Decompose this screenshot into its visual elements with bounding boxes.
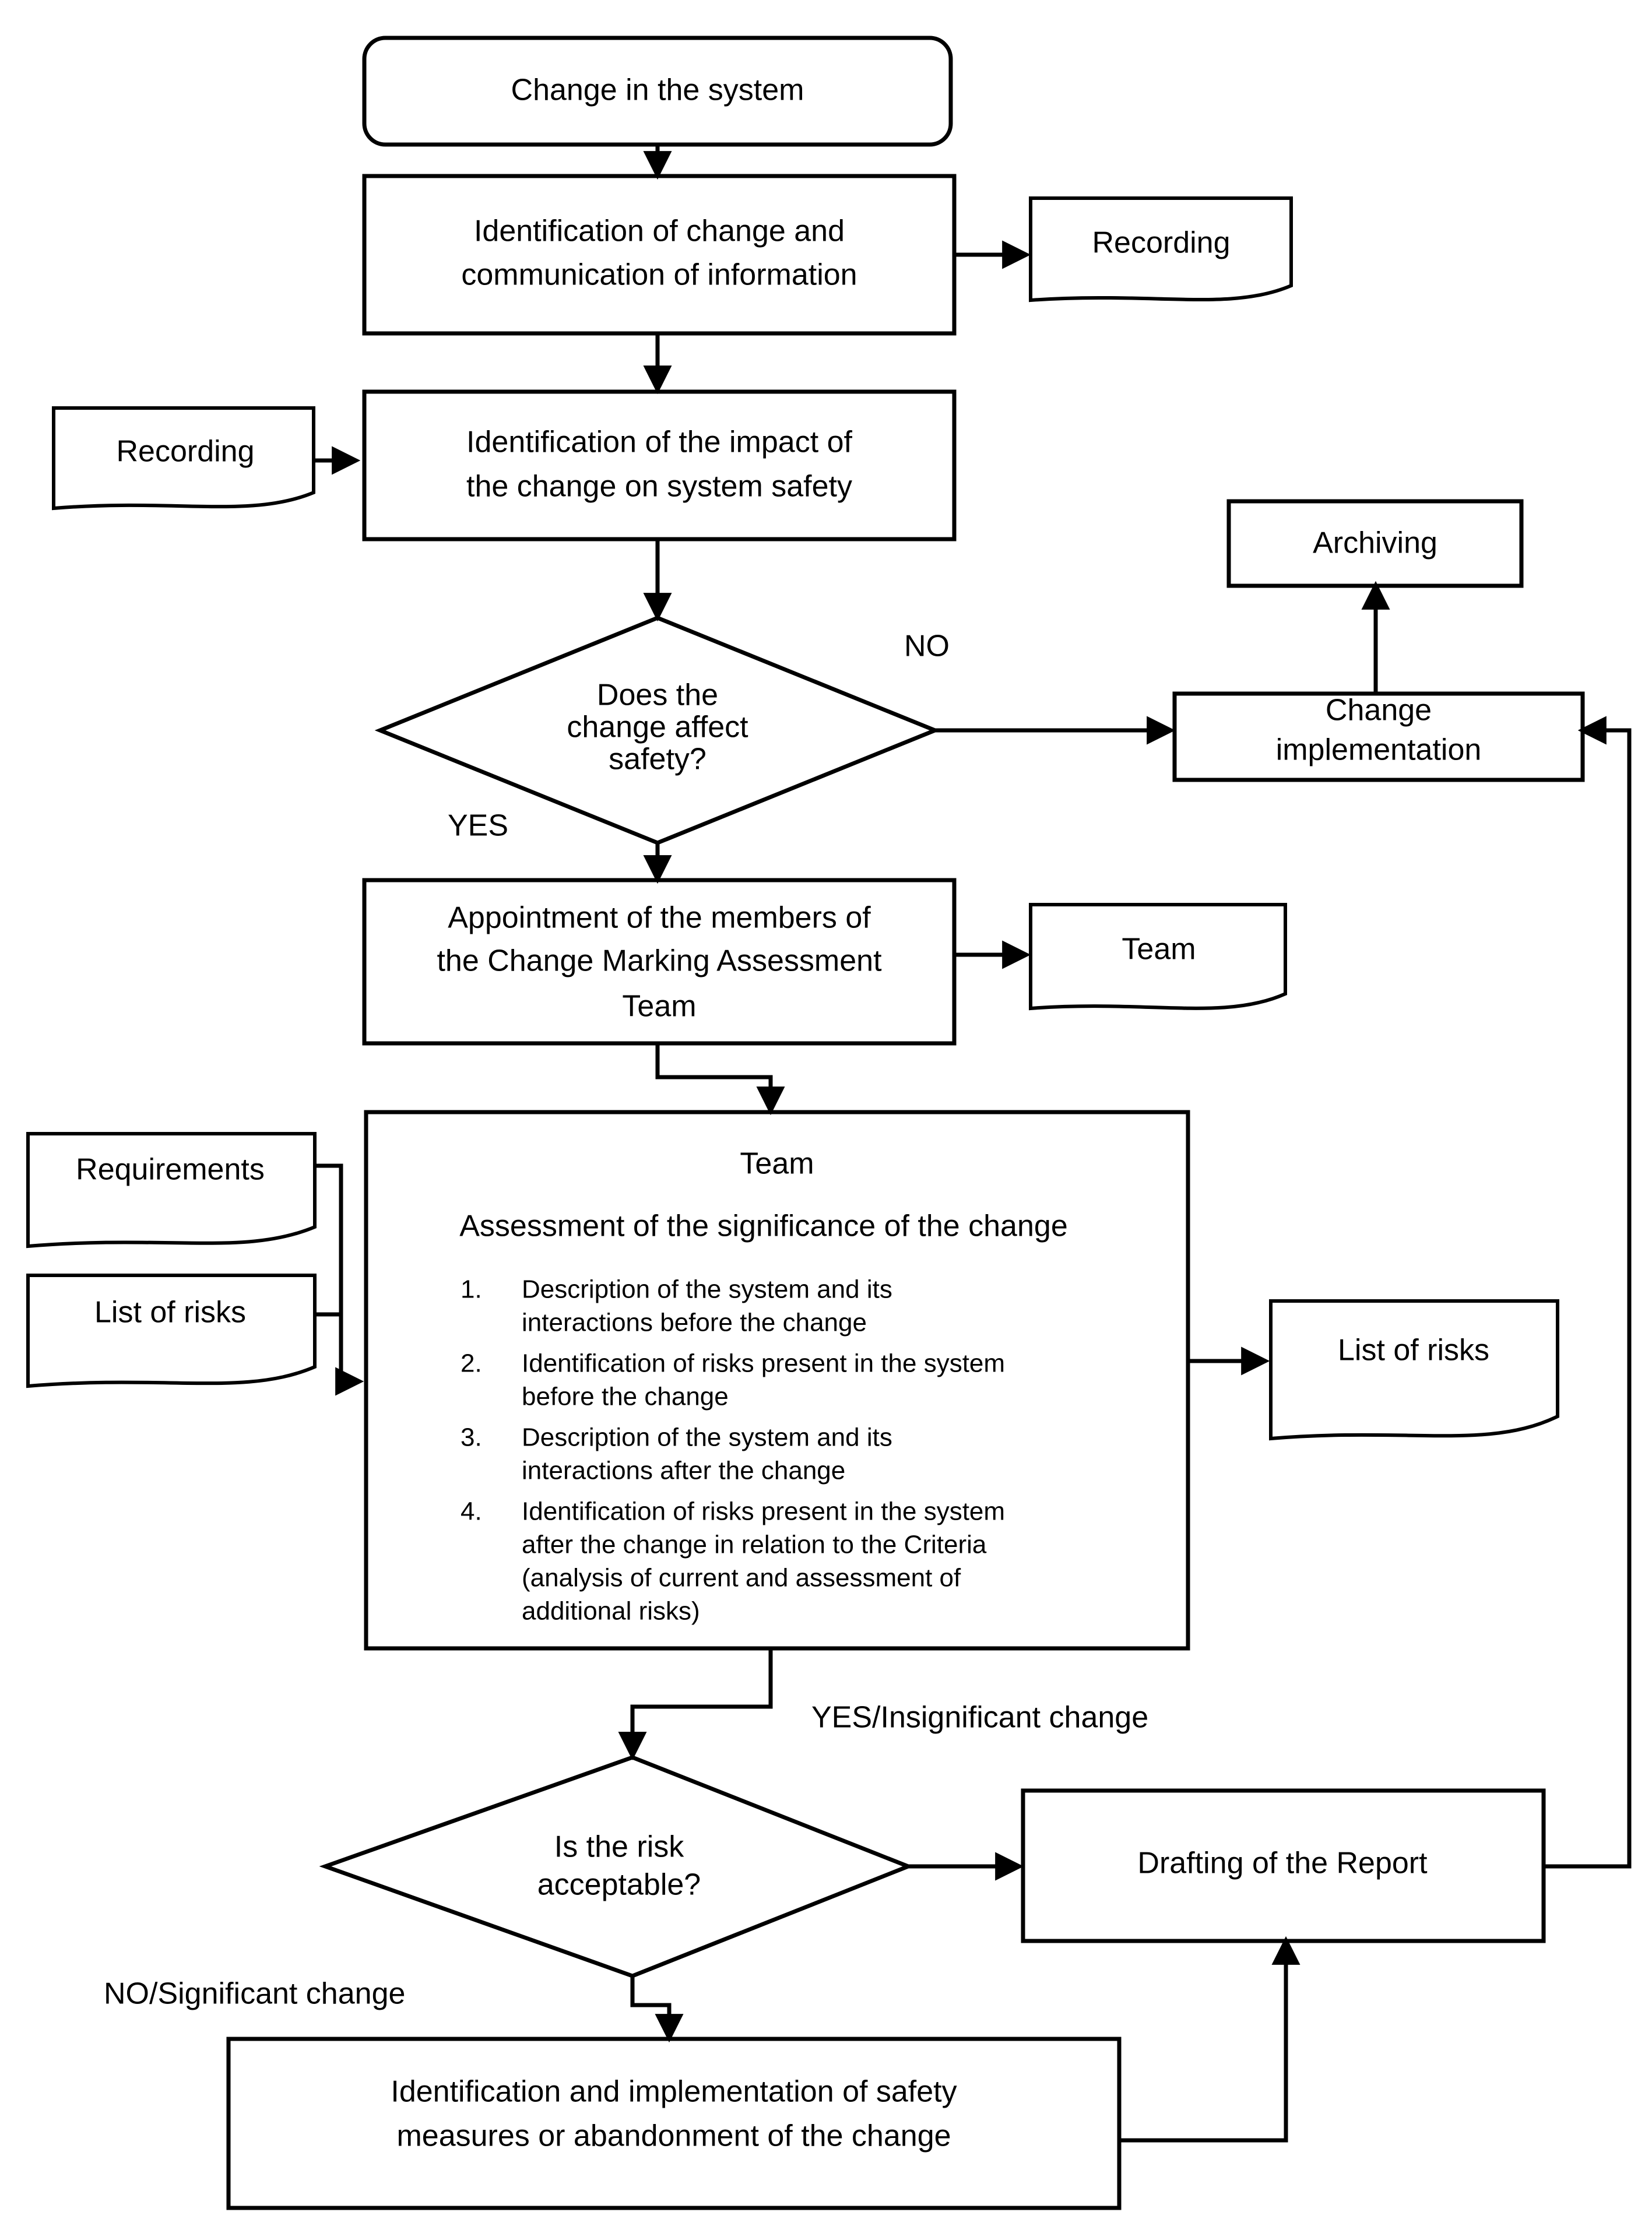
node-label-line1: Is the risk (554, 1830, 684, 1864)
node-label: Change in the system (511, 73, 804, 107)
edge-appointment-to-assessment (655, 1043, 785, 1116)
node-label-line1: Does the (597, 678, 718, 712)
node-label-line1: Identification of the impact of (466, 425, 852, 459)
assessment-item-4-line-2: after the change in relation to the Crit… (522, 1531, 987, 1559)
connectors (315, 145, 1632, 2143)
node-identification-of-change[interactable]: Identification of change and communicati… (362, 174, 957, 336)
assessment-item-3-line-2: interactions after the change (522, 1457, 845, 1485)
node-assessment-of-significance[interactable]: Team Assessment of the significance of t… (364, 1110, 1190, 1651)
assessment-item-2-line-2: before the change (522, 1383, 729, 1411)
assessment-item-1-number: 1. (461, 1275, 482, 1304)
node-team-document[interactable]: Team (1029, 903, 1287, 1011)
node-change-implementation[interactable]: Change implementation (1172, 691, 1585, 782)
edge-decision-risk-no-to-safety-measures (630, 1977, 684, 2043)
node-recording-left[interactable]: Recording (52, 406, 315, 511)
node-label-line3: safety? (609, 743, 707, 776)
node-label: List of risks (1338, 1334, 1489, 1367)
assessment-item-1-line-2: interactions before the change (522, 1309, 867, 1337)
edge-label-no-safety: NO (904, 630, 950, 663)
node-requirements-document[interactable]: Requirements (26, 1132, 317, 1249)
node-label-line3: Team (622, 990, 696, 1024)
node-label-line1: Identification of change and (474, 214, 845, 248)
node-change-in-the-system[interactable]: Change in the system (362, 36, 953, 147)
node-decision-does-change-affect-safety[interactable]: Does the change affect safety? (374, 616, 941, 845)
node-label-line2: implementation (1276, 733, 1482, 767)
assessment-item-2-line-1: Identification of risks present in the s… (522, 1349, 1005, 1378)
node-label: Drafting of the Report (1137, 1847, 1428, 1880)
assessment-item-4-line-4: additional risks) (522, 1597, 700, 1626)
node-identification-of-impact[interactable]: Identification of the impact of the chan… (362, 389, 957, 541)
node-label-line2: measures or abandonment of the change (396, 2119, 951, 2153)
node-label-line1: Identification and implementation of saf… (391, 2075, 957, 2109)
assessment-item-4-number: 4. (461, 1497, 482, 1526)
edge-assessment-to-decision-risk (618, 1650, 773, 1761)
node-list-of-risks-input-document[interactable]: List of risks (26, 1274, 317, 1388)
assessment-subheading: Assessment of the significance of the ch… (459, 1209, 1068, 1243)
node-appointment-of-members[interactable]: Appointment of the members of the Change… (362, 878, 957, 1046)
node-label-line2: the change on system safety (466, 470, 852, 504)
node-label-line1: Change (1326, 694, 1432, 727)
node-label-line2: acceptable? (537, 1868, 701, 1902)
assessment-item-4-line-1: Identification of risks present in the s… (522, 1497, 1005, 1526)
edge-label-no-significant: NO/Significant change (104, 1977, 405, 2011)
node-label-line2: the Change Marking Assessment (437, 944, 882, 978)
node-label: List of risks (94, 1296, 246, 1330)
assessment-item-3-number: 3. (461, 1423, 482, 1452)
node-label: Team (1122, 933, 1196, 966)
node-label: Recording (1092, 226, 1230, 260)
node-label: Archiving (1313, 526, 1437, 560)
node-label-line2: change affect (567, 711, 748, 744)
assessment-heading: Team (740, 1147, 814, 1181)
edge-label-yes-insignificant: YES/Insignificant change (811, 1701, 1148, 1735)
assessment-item-2-number: 2. (461, 1349, 482, 1378)
node-recording-right[interactable]: Recording (1029, 196, 1293, 303)
node-label: Requirements (76, 1153, 265, 1187)
node-label-line2: communication of information (461, 258, 857, 292)
assessment-item-1-line-1: Description of the system and its (522, 1275, 892, 1304)
edge-requirements-to-assessment (315, 1163, 364, 1396)
node-label: Recording (116, 435, 254, 469)
edge-label-yes-safety: YES (448, 809, 508, 843)
node-list-of-risks-output-document[interactable]: List of risks (1269, 1299, 1559, 1441)
assessment-item-3-line-1: Description of the system and its (522, 1423, 892, 1452)
node-drafting-of-the-report[interactable]: Drafting of the Report (1021, 1788, 1546, 1943)
edge-safety-measures-to-drafting-report (1119, 1936, 1300, 2143)
node-label-line1: Appointment of the members of (448, 901, 871, 935)
node-decision-is-risk-acceptable[interactable]: Is the risk acceptable? (319, 1755, 914, 1978)
node-safety-measures[interactable]: Identification and implementation of saf… (226, 2037, 1122, 2210)
assessment-item-4-line-3: (analysis of current and assessment of (522, 1564, 961, 1592)
edge-drafting-report-to-change-implementation (1544, 716, 1632, 1869)
node-archiving[interactable]: Archiving (1226, 499, 1524, 588)
